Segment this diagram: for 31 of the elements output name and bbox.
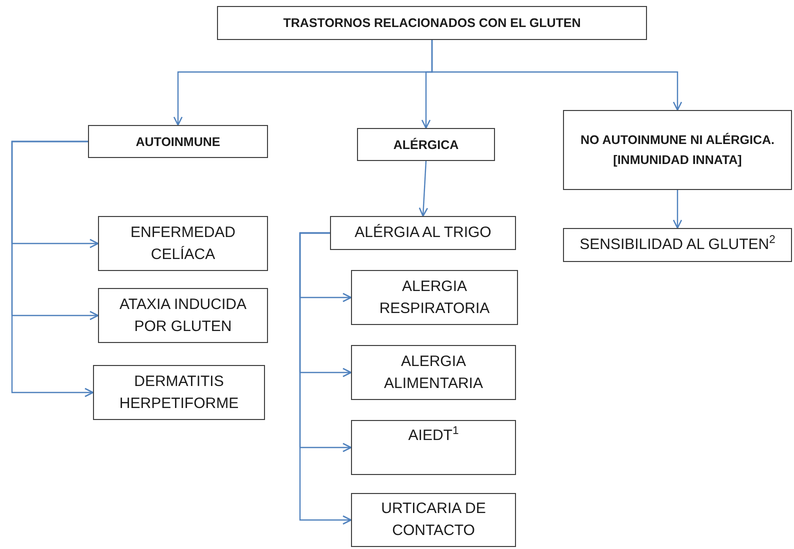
category-box	[88, 125, 268, 158]
box-label: URTICARIA DE CONTACTO	[380, 499, 487, 541]
disorder-box	[98, 216, 268, 271]
box-label: TRASTORNOS RELACIONADOS CON EL GLUTEN	[283, 15, 581, 32]
box-label: SENSIBILIDAD AL GLUTEN$^{2}$	[580, 234, 776, 255]
disorder-box	[98, 288, 268, 343]
title-box	[217, 6, 647, 40]
category-box	[563, 110, 792, 190]
disorder-box	[351, 420, 516, 475]
disorder-box	[93, 365, 265, 420]
disorder-box	[351, 493, 516, 547]
arrow	[431, 40, 682, 111]
box-label: DERMATITIS HERPETIFORME	[118, 372, 240, 414]
box-label: ALÉRGIA AL TRIGO	[354, 223, 492, 243]
box-label: AIEDT$^{1}$	[408, 425, 459, 446]
arrow	[299, 232, 352, 525]
box-label: NO AUTOINMUNE NI ALÉRGICA. [INMUNIDAD INNATA]	[580, 132, 776, 169]
box-label: ENFERMEDAD CELÍACA	[129, 222, 236, 264]
box-label: ALÉRGICA	[393, 136, 459, 154]
disorder-box	[351, 345, 516, 400]
disorder-box	[563, 228, 792, 262]
arrow	[672, 190, 682, 229]
box-label: ALERGIA RESPIRATORIA	[378, 276, 491, 318]
arrow	[418, 160, 428, 217]
box-label: ALERGIA ALIMENTARIA	[383, 352, 484, 394]
disorder-box	[330, 216, 516, 250]
arrow	[11, 140, 94, 398]
box-label: AUTOINMUNE	[136, 134, 220, 150]
box-label: ATAXIA INDUCIDA POR GLUTEN	[118, 294, 248, 336]
disorder-box	[351, 270, 518, 325]
category-box	[357, 128, 495, 161]
